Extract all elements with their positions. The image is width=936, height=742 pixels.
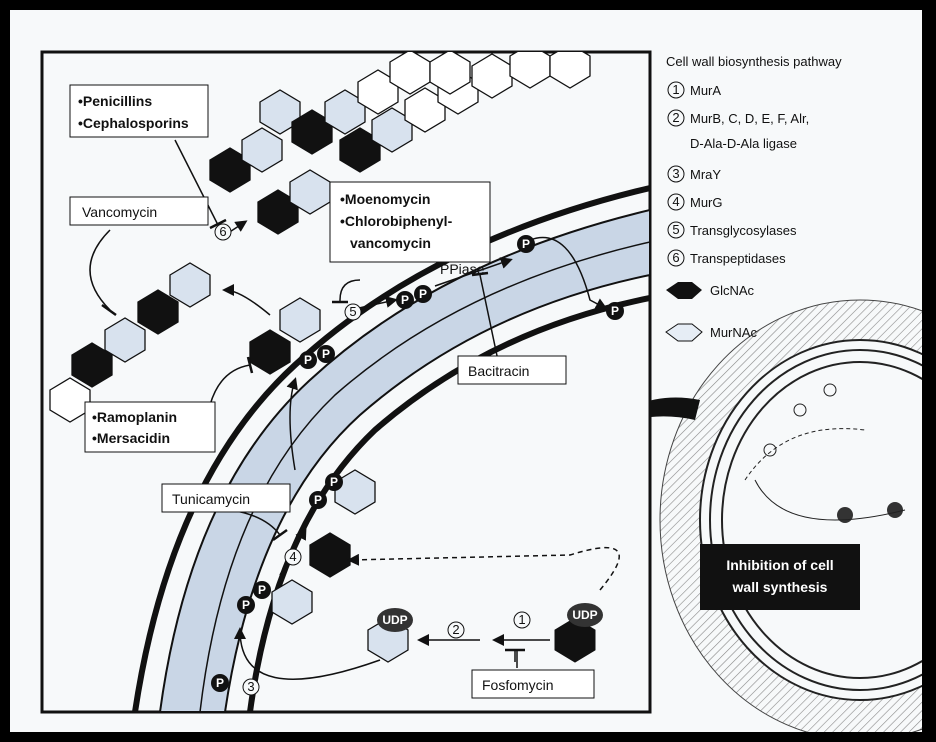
svg-text:MurA: MurA xyxy=(690,83,721,98)
legend-step-2b: D-Ala-D-Ala ligase xyxy=(690,136,797,151)
drug-chlorobiphenyl-2: vancomycin xyxy=(350,235,431,251)
svg-text:P: P xyxy=(304,353,312,367)
svg-text:P: P xyxy=(322,347,330,361)
drug-fosfomycin: Fosfomycin xyxy=(482,677,554,693)
svg-text:6: 6 xyxy=(672,250,679,265)
drug-box-penicillins: •Penicillins •Cephalosporins xyxy=(70,85,208,137)
step-6: 6 xyxy=(219,224,226,239)
svg-text:2: 2 xyxy=(672,110,679,125)
drug-vancomycin: Vancomycin xyxy=(82,204,157,220)
svg-text:MurG: MurG xyxy=(690,195,723,210)
svg-text:P: P xyxy=(419,287,427,301)
svg-text:P: P xyxy=(216,676,224,690)
legend-step-2: 2 MurB, C, D, E, F, Alr, xyxy=(668,110,809,126)
drug-box-moenomycin: •Moenomycin •Chlorobiphenyl- vancomycin xyxy=(330,182,490,262)
ppiase-label: PPiase xyxy=(440,261,485,277)
drug-box-tunicamycin: Tunicamycin xyxy=(162,484,290,512)
inhibition-line1: Inhibition of cell xyxy=(726,557,833,573)
drug-moenomycin: •Moenomycin xyxy=(340,191,430,207)
step-4: 4 xyxy=(289,549,296,564)
svg-text:P: P xyxy=(401,293,409,307)
diagram-frame: Inhibition of cell wall synthesis xyxy=(10,10,922,732)
legend-step-1: 1 MurA xyxy=(668,82,721,98)
drug-box-ramoplanin: •Ramoplanin •Mersacidin xyxy=(85,402,215,452)
drug-box-fosfomycin: Fosfomycin xyxy=(472,670,594,698)
svg-text:3: 3 xyxy=(672,166,679,181)
step-5: 5 xyxy=(349,304,356,319)
glcnac-icon xyxy=(666,282,702,299)
svg-text:P: P xyxy=(314,493,322,507)
legend-step-3: 3 MraY xyxy=(668,166,721,182)
svg-text:P: P xyxy=(330,475,338,489)
svg-text:MurNAc: MurNAc xyxy=(710,325,757,340)
svg-text:P: P xyxy=(522,237,530,251)
svg-text:P: P xyxy=(611,304,619,318)
svg-text:4: 4 xyxy=(672,194,679,209)
svg-text:UDP: UDP xyxy=(382,613,407,627)
step-2: 2 xyxy=(452,622,459,637)
legend-step-5: 5 Transglycosylases xyxy=(668,222,797,238)
legend-step-4: 4 MurG xyxy=(668,194,723,210)
svg-text:MurB, C, D, E, F, Alr,: MurB, C, D, E, F, Alr, xyxy=(690,111,809,126)
svg-text:D-Ala-D-Ala ligase: D-Ala-D-Ala ligase xyxy=(690,136,797,151)
legend-title: Cell wall biosynthesis pathway xyxy=(666,54,842,69)
cell-cross-section xyxy=(660,300,922,732)
murnac-icon xyxy=(666,324,702,341)
svg-text:P: P xyxy=(258,583,266,597)
legend-glcnac: GlcNAc xyxy=(666,282,755,299)
drug-cephalosporins: •Cephalosporins xyxy=(78,115,189,131)
svg-text:GlcNAc: GlcNAc xyxy=(710,283,755,298)
drug-penicillins: •Penicillins xyxy=(78,93,152,109)
inhibition-box xyxy=(700,544,860,610)
svg-text:Transpeptidases: Transpeptidases xyxy=(690,251,786,266)
drug-tunicamycin: Tunicamycin xyxy=(172,491,250,507)
svg-text:1: 1 xyxy=(672,82,679,97)
svg-text:5: 5 xyxy=(672,222,679,237)
legend-murnac: MurNAc xyxy=(666,324,757,341)
legend-step-6: 6 Transpeptidases xyxy=(668,250,786,266)
svg-text:MraY: MraY xyxy=(690,167,721,182)
inhibition-line2: wall synthesis xyxy=(732,579,828,595)
drug-box-vancomycin: Vancomycin xyxy=(70,197,208,225)
step-1: 1 xyxy=(518,612,525,627)
drug-box-bacitracin: Bacitracin xyxy=(458,356,566,384)
drug-ramoplanin: •Ramoplanin xyxy=(92,409,177,425)
svg-text:Transglycosylases: Transglycosylases xyxy=(690,223,797,238)
drug-mersacidin: •Mersacidin xyxy=(92,430,170,446)
svg-text:UDP: UDP xyxy=(572,608,597,622)
diagram-canvas: Inhibition of cell wall synthesis xyxy=(10,10,922,732)
step-3: 3 xyxy=(247,679,254,694)
drug-chlorobiphenyl: •Chlorobiphenyl- xyxy=(340,213,453,229)
drug-bacitracin: Bacitracin xyxy=(468,363,529,379)
svg-text:P: P xyxy=(242,598,250,612)
